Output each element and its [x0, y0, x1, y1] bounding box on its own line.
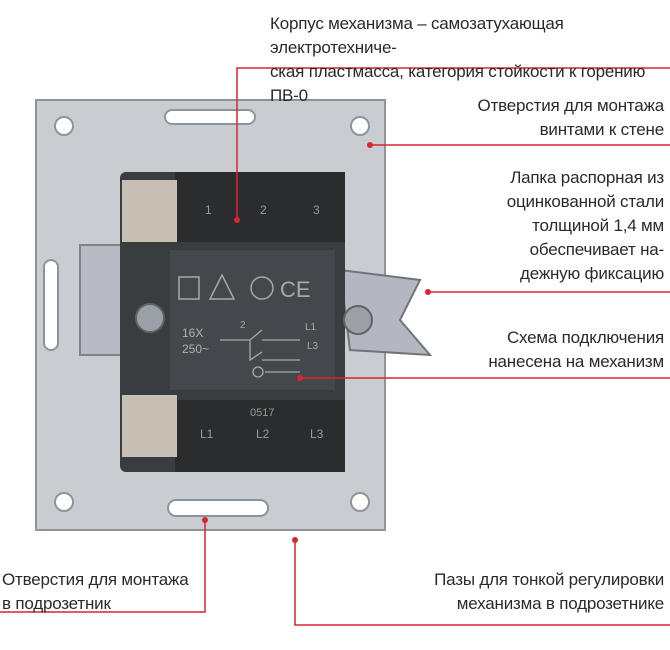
leader-dot-wiring: [297, 375, 303, 381]
leader-dot-spreader: [425, 289, 431, 295]
leader-dot-housing: [234, 217, 240, 223]
plate-hole-bottom-right: [350, 492, 370, 512]
plate-hole-top-right: [350, 116, 370, 136]
leader-slots: [294, 540, 670, 626]
mechanism-top-ribs: [175, 172, 345, 242]
plate-slot-top: [164, 109, 256, 125]
callout-spreader-line-1: Лапка распорная из: [510, 168, 664, 187]
plate-slot-left: [43, 259, 59, 351]
callout-screw-holes: Отверстия для монтажа винтами к стене: [434, 94, 665, 142]
callout-box-holes-line-2: в подрозетник: [2, 594, 111, 613]
top-terminal-3: 3: [313, 203, 320, 217]
callout-spreader: Лапка распорная из оцинкованной стали то…: [434, 166, 664, 286]
leader-dot-slots: [292, 537, 298, 543]
bottom-terminal-l3: L3: [310, 427, 324, 441]
callout-box-holes-line-1: Отверстия для монтажа: [2, 570, 189, 589]
callout-slots-line-1: Пазы для тонкой регулировки: [434, 570, 664, 589]
callout-box-holes: Отверстия для монтажа в подрозетник: [2, 568, 222, 616]
callout-spreader-line-2: оцинкованной стали: [506, 192, 664, 211]
callout-spreader-line-4: обеспечивает на-: [529, 240, 665, 259]
callout-housing-line-2: ская пластмасса, категория стойкости к г…: [270, 62, 646, 105]
callout-wiring-diagram: Схема подключения нанесена на механизм: [434, 326, 664, 374]
plate-slot-bottom: [167, 499, 269, 517]
callout-housing: Корпус механизма – самозатухающая электр…: [270, 12, 668, 108]
rating-current: 16X: [182, 326, 203, 340]
ce-mark-icon: CE: [280, 277, 311, 302]
top-terminal-1: 1: [205, 203, 212, 217]
callout-wiring-line-1: Схема подключения: [506, 328, 664, 347]
terminal-block-bottom: [122, 395, 177, 457]
mechanism-center-panel: [170, 250, 335, 390]
right-terminal-screw: [343, 305, 373, 335]
leader-housing: [236, 67, 670, 220]
diagram-label-2: 2: [240, 320, 246, 331]
s-mark-icon: [250, 276, 274, 300]
plate-hole-bottom-left: [54, 492, 74, 512]
callout-screw-holes-line-2: винтами к стене: [539, 120, 665, 139]
leader-dot-screw-holes: [367, 142, 373, 148]
bottom-terminal-l1: L1: [200, 427, 214, 441]
callout-slots-line-2: механизма в подрозетнике: [456, 594, 664, 613]
bottom-terminal-l2: L2: [256, 427, 270, 441]
rating-voltage: 250~: [182, 342, 209, 356]
callout-wiring-line-2: нанесена на механизм: [488, 352, 664, 371]
callout-housing-line-1: Корпус механизма – самозатухающая электр…: [270, 14, 564, 57]
plate-hole-top-left: [54, 116, 74, 136]
mechanism-bottom-ribs: [175, 400, 345, 472]
wiring-diagram-icon: [220, 329, 300, 378]
diagram-label-l3: L3: [307, 341, 319, 352]
callout-slots: Пазы для тонкой регулировки механизма в …: [384, 568, 664, 616]
callout-screw-holes-line-1: Отверстия для монтажа: [477, 96, 665, 115]
top-terminal-2: 2: [260, 203, 267, 217]
diagram-label-l1: L1: [305, 322, 317, 333]
callout-spreader-line-5: дежную фиксацию: [520, 264, 664, 283]
date-code: 0517: [250, 407, 274, 419]
leader-dot-box-holes: [202, 517, 208, 523]
triangle-mark-icon: [208, 273, 236, 300]
eac-mark-icon: [178, 276, 200, 300]
leader-box-holes: [0, 520, 206, 613]
terminal-block-top: [122, 180, 177, 242]
left-terminal-screw: [135, 303, 165, 333]
callout-spreader-line-3: толщиной 1,4 мм: [532, 216, 664, 235]
